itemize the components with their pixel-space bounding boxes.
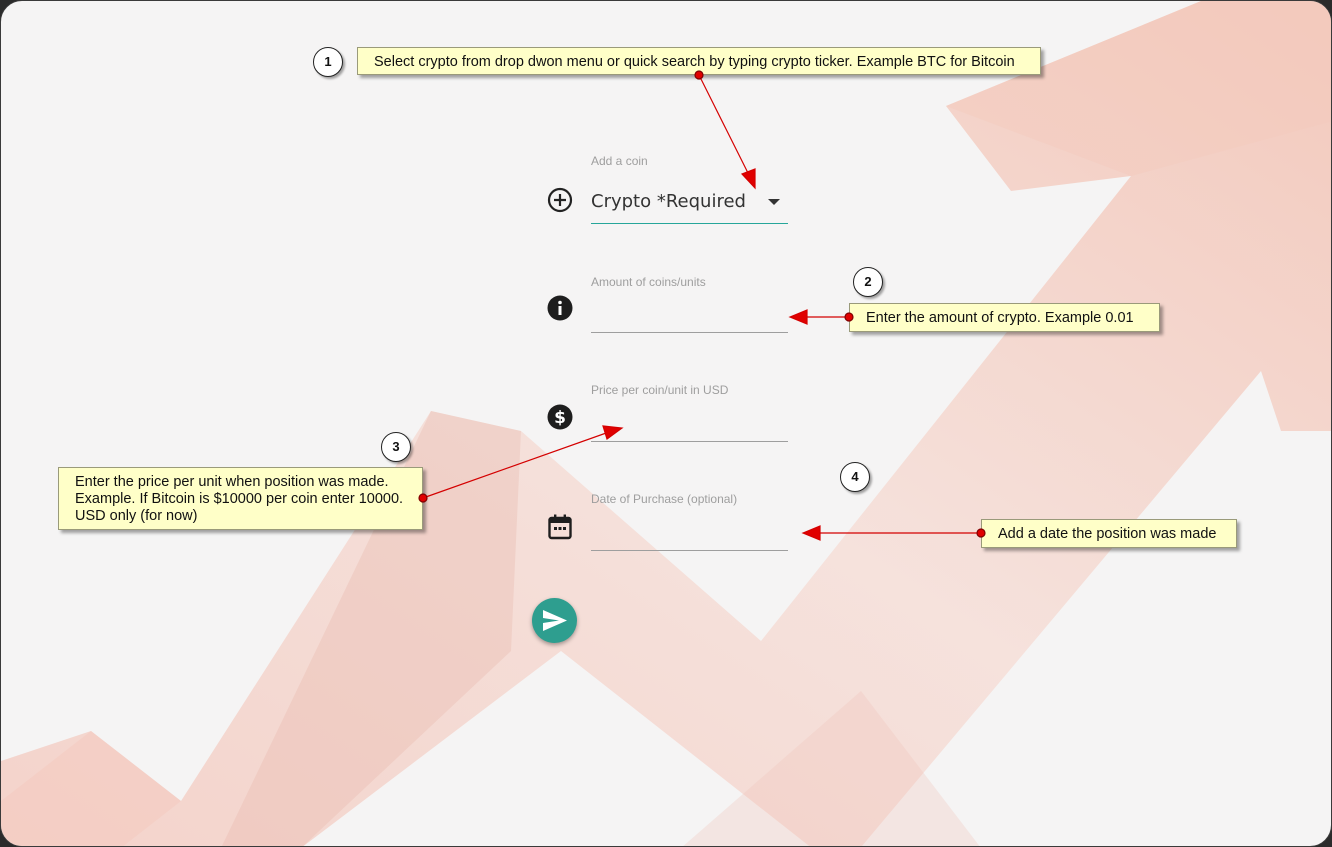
coin-field-label: Add a coin (591, 154, 648, 168)
submit-button[interactable] (532, 598, 577, 643)
annotation-callout-3-line-1: Enter the price per unit when position w… (75, 474, 389, 490)
caret-down-icon[interactable] (767, 197, 781, 207)
date-field-label: Date of Purchase (optional) (591, 492, 738, 506)
annotation-number-2: 2 (853, 267, 883, 297)
annotation-number-3: 3 (381, 432, 411, 462)
plus-circle-icon (547, 187, 573, 213)
annotation-callout-4: Add a date the position was made (981, 519, 1237, 548)
amount-field-label: Amount of coins/units (591, 275, 706, 289)
annotation-number-1: 1 (313, 47, 343, 77)
coin-select-underline (591, 223, 788, 224)
annotation-number-4: 4 (840, 462, 870, 492)
coin-select[interactable]: Crypto *Required (591, 191, 746, 212)
annotation-callout-3-line-2: Example. If Bitcoin is $10000 per coin e… (75, 491, 404, 507)
calendar-icon (548, 514, 572, 540)
price-field-label: Price per coin/unit in USD (591, 383, 729, 397)
annotation-callout-2: Enter the amount of crypto. Example 0.01 (849, 303, 1160, 332)
dollar-circle-icon: $ (547, 404, 573, 430)
svg-text:$: $ (554, 408, 566, 428)
annotation-callout-1: Select crypto from drop dwon menu or qui… (357, 47, 1041, 75)
send-icon (543, 610, 567, 631)
annotation-callout-3: Enter the price per unit when position w… (58, 467, 423, 530)
amount-input[interactable] (591, 332, 788, 333)
date-input[interactable] (591, 550, 788, 551)
annotation-callout-3-line-3: USD only (for now) (75, 508, 198, 524)
info-icon (547, 295, 573, 321)
price-input[interactable] (591, 441, 788, 442)
